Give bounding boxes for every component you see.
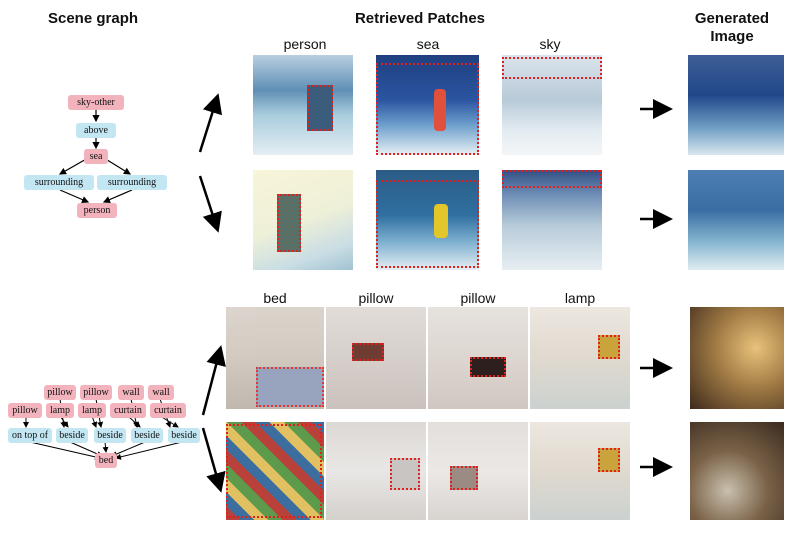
- patch-pillow-2: [428, 307, 528, 409]
- patch-box: [390, 458, 420, 490]
- col-label-bed: bed: [263, 290, 287, 306]
- node-on-top-of: on top of: [8, 428, 52, 443]
- col-label-person: person: [283, 36, 327, 52]
- patch-person-2: [253, 170, 353, 270]
- patch-box: [376, 180, 479, 268]
- patch-sky-2: [502, 170, 602, 270]
- generated-image-4: [690, 422, 784, 520]
- node-person: person: [77, 203, 117, 218]
- node-beside-4: beside: [168, 428, 200, 443]
- patch-bed-2: [226, 422, 324, 520]
- node-pillow-3: pillow: [8, 403, 42, 418]
- patch-box: [307, 85, 333, 131]
- patch-box: [470, 357, 506, 377]
- patch-pillow-4: [428, 422, 528, 520]
- branch-arrow-bottom-down: [201, 427, 226, 493]
- generated-image-3: [690, 307, 784, 409]
- node-lamp-1: lamp: [46, 403, 74, 418]
- patch-box: [598, 448, 620, 472]
- node-surrounding-left: surrounding: [24, 175, 94, 190]
- node-pillow-1: pillow: [44, 385, 76, 400]
- patch-box: [376, 63, 479, 155]
- patch-box: [450, 466, 478, 490]
- node-above: above: [76, 123, 116, 138]
- generated-image-2: [688, 170, 784, 270]
- node-bed: bed: [95, 453, 117, 468]
- branch-arrow-top-down: [198, 175, 222, 233]
- patch-bed-1: [226, 307, 324, 409]
- col-label-pillow-2: pillow: [460, 290, 496, 306]
- patch-pillow-3: [326, 422, 426, 520]
- generated-image-header: Generated Image: [694, 10, 770, 45]
- branch-arrow-top-up: [198, 93, 223, 153]
- branch-arrow-bottom-up: [201, 345, 226, 416]
- patch-sea-2: [376, 170, 479, 270]
- retrieved-patches-header: Retrieved Patches: [354, 10, 486, 27]
- node-beside-2: beside: [94, 428, 126, 443]
- patch-lamp-2: [530, 422, 630, 520]
- surfer-figure: [434, 204, 448, 238]
- node-curtain-1: curtain: [110, 403, 146, 418]
- patch-box: [502, 57, 602, 79]
- node-surrounding-right: surrounding: [97, 175, 167, 190]
- surfer-figure: [434, 89, 446, 131]
- patch-sea-1: [376, 55, 479, 155]
- col-label-sea: sea: [416, 36, 440, 52]
- patch-sky-1: [502, 55, 602, 155]
- node-curtain-2: curtain: [150, 403, 186, 418]
- node-sky-other: sky-other: [68, 95, 124, 110]
- node-beside-1: beside: [56, 428, 88, 443]
- top-graph-edges: [58, 110, 133, 203]
- patch-box: [256, 367, 324, 407]
- node-lamp-2: lamp: [78, 403, 106, 418]
- node-wall-1: wall: [118, 385, 144, 400]
- scene-graph-header: Scene graph: [47, 10, 139, 27]
- col-label-lamp: lamp: [564, 290, 596, 306]
- patch-person-1: [253, 55, 353, 155]
- node-sea: sea: [84, 149, 108, 164]
- generated-image-1: [688, 55, 784, 155]
- patch-box: [502, 170, 602, 188]
- patch-pillow-1: [326, 307, 426, 409]
- patch-box: [277, 194, 301, 252]
- patch-box: [352, 343, 384, 361]
- col-label-pillow-1: pillow: [358, 290, 394, 306]
- patch-box: [598, 335, 620, 359]
- col-label-sky: sky: [539, 36, 561, 52]
- node-beside-3: beside: [131, 428, 163, 443]
- node-wall-2: wall: [148, 385, 174, 400]
- patch-lamp-1: [530, 307, 630, 409]
- patch-box: [226, 424, 322, 518]
- node-pillow-2: pillow: [80, 385, 112, 400]
